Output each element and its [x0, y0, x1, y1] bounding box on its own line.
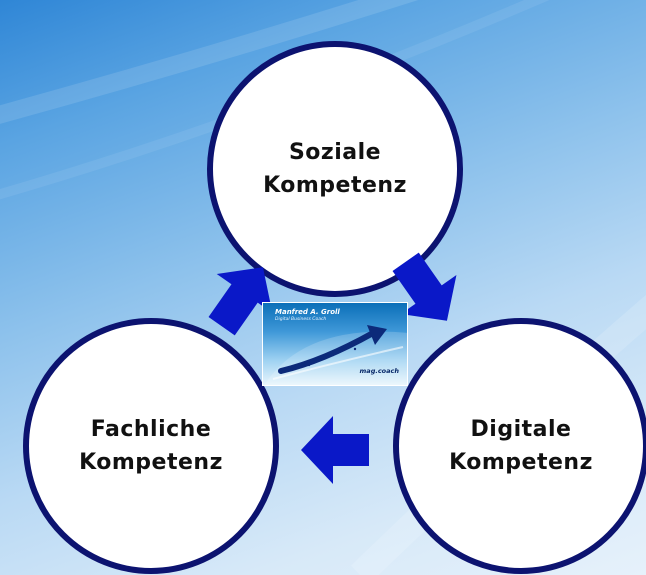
rising-arrow-logo-icon	[264, 325, 407, 385]
soziale-kompetenz-label: Soziale Kompetenz	[263, 140, 407, 198]
logo-subtitle: Digital Business Coach	[275, 317, 327, 322]
digitale-kompetenz-circle: Digitale Kompetenz	[393, 318, 646, 574]
logo-name: Manfred A. Groll	[275, 308, 340, 316]
fachliche-kompetenz-circle: Fachliche Kompetenz	[23, 318, 279, 574]
digitale-kompetenz-label: Digitale Kompetenz	[449, 417, 593, 475]
logo-website: mag.coach	[359, 367, 399, 375]
logo-card: Manfred A. Groll Digital Business Coach …	[262, 302, 408, 386]
fachliche-kompetenz-label: Fachliche Kompetenz	[79, 417, 223, 475]
arrow-up-right-icon	[208, 267, 273, 336]
arrow-left-icon	[301, 416, 369, 484]
soziale-kompetenz-circle: Soziale Kompetenz	[207, 41, 463, 297]
arrow-down-right-icon	[392, 252, 457, 321]
